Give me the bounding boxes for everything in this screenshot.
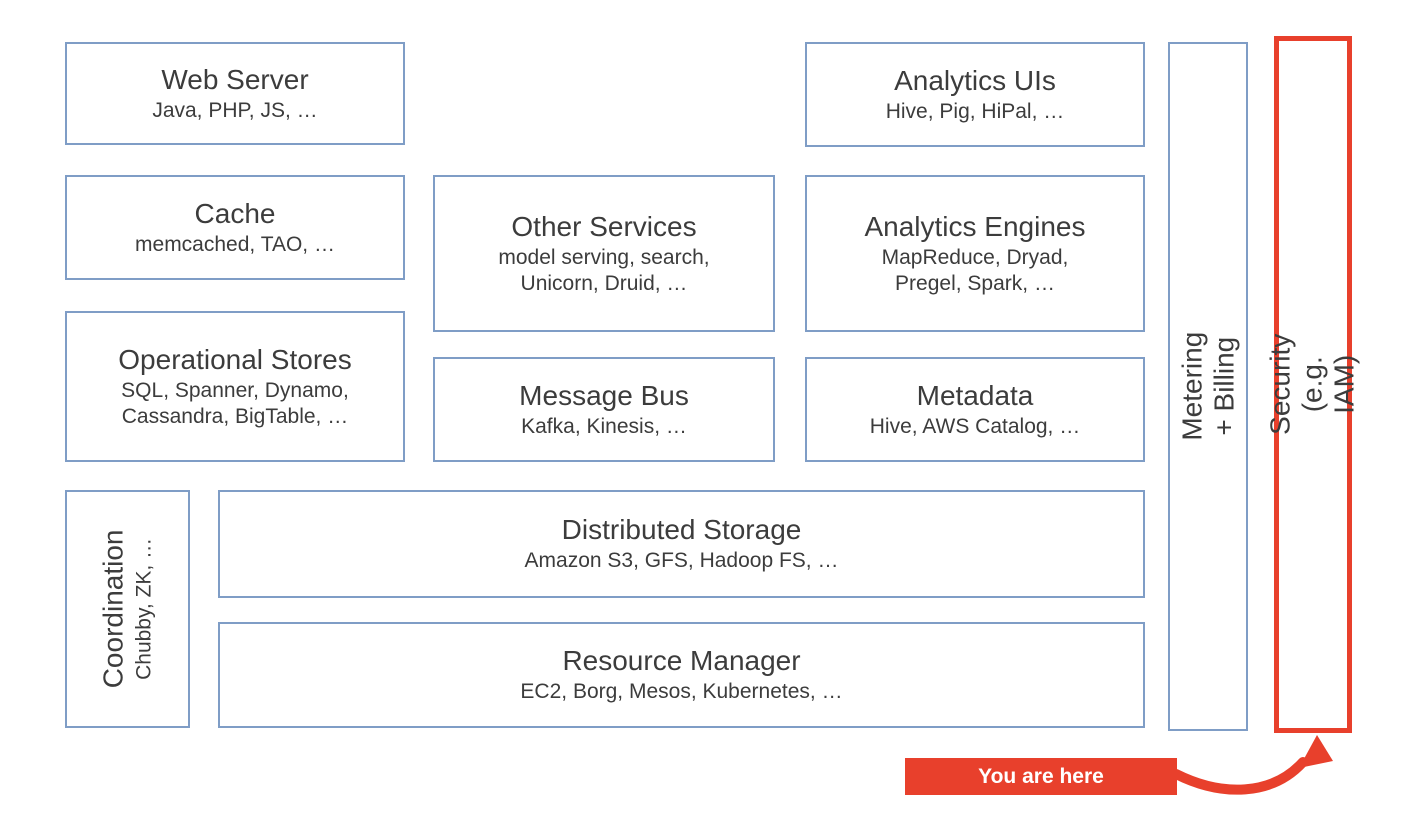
box-subtitle: MapReduce, Dryad, Pregel, Spark, … <box>881 245 1069 295</box>
box-subtitle: Java, PHP, JS, … <box>152 98 318 122</box>
box-analytics-uis: Analytics UIs Hive, Pig, HiPal, … <box>805 42 1145 147</box>
box-title: Cache <box>194 197 276 229</box>
box-metadata: Metadata Hive, AWS Catalog, … <box>805 357 1145 462</box>
box-title: Analytics UIs <box>894 64 1056 96</box>
box-title: Metadata <box>916 379 1034 411</box>
box-resource-manager: Resource Manager EC2, Borg, Mesos, Kuber… <box>218 622 1145 728</box>
box-other-services: Other Services model serving, search, Un… <box>433 175 775 332</box>
box-subtitle: memcached, TAO, … <box>135 232 335 256</box>
box-security: Security (e.g. IAM) <box>1265 36 1360 733</box>
box-metering-billing: Metering + Billing <box>1168 42 1248 731</box>
box-subtitle: model serving, search, Unicorn, Druid, … <box>498 245 710 295</box>
box-title: Message Bus <box>519 379 689 411</box>
box-subtitle: Amazon S3, GFS, Hadoop FS, … <box>524 549 839 573</box>
box-title: Web Server <box>161 63 309 95</box>
box-subtitle: EC2, Borg, Mesos, Kubernetes, … <box>520 680 843 704</box>
box-distributed-storage: Distributed Storage Amazon S3, GFS, Hado… <box>218 490 1145 598</box>
arrow-head <box>1299 735 1333 768</box>
box-title: Security (e.g. IAM) <box>1264 333 1361 436</box>
you-are-here-badge: You are here <box>905 758 1177 795</box>
box-operational-stores: Operational Stores SQL, Spanner, Dynamo,… <box>65 311 405 462</box>
box-subtitle: Hive, AWS Catalog, … <box>869 414 1081 438</box>
box-subtitle: SQL, Spanner, Dynamo, Cassandra, BigTabl… <box>121 378 349 428</box>
box-title: Coordination <box>97 529 129 689</box>
box-title: Other Services <box>511 210 697 242</box>
box-message-bus: Message Bus Kafka, Kinesis, … <box>433 357 775 462</box>
box-subtitle: Kafka, Kinesis, … <box>521 414 687 438</box>
box-coordination: Coordination Chubby, ZK, … <box>65 490 190 728</box>
box-subtitle: Hive, Pig, HiPal, … <box>885 99 1065 123</box>
box-title: Distributed Storage <box>561 514 802 546</box>
box-web-server: Web Server Java, PHP, JS, … <box>65 42 405 145</box>
box-cache: Cache memcached, TAO, … <box>65 175 405 280</box>
box-title: Metering + Billing <box>1175 332 1239 441</box>
arrow-curve <box>1171 757 1308 795</box>
box-title: Analytics Engines <box>864 210 1086 242</box>
box-title: Operational Stores <box>118 343 352 375</box>
box-analytics-engines: Analytics Engines MapReduce, Dryad, Preg… <box>805 175 1145 332</box>
box-title: Resource Manager <box>562 645 801 677</box>
box-subtitle: Chubby, ZK, … <box>132 537 156 680</box>
